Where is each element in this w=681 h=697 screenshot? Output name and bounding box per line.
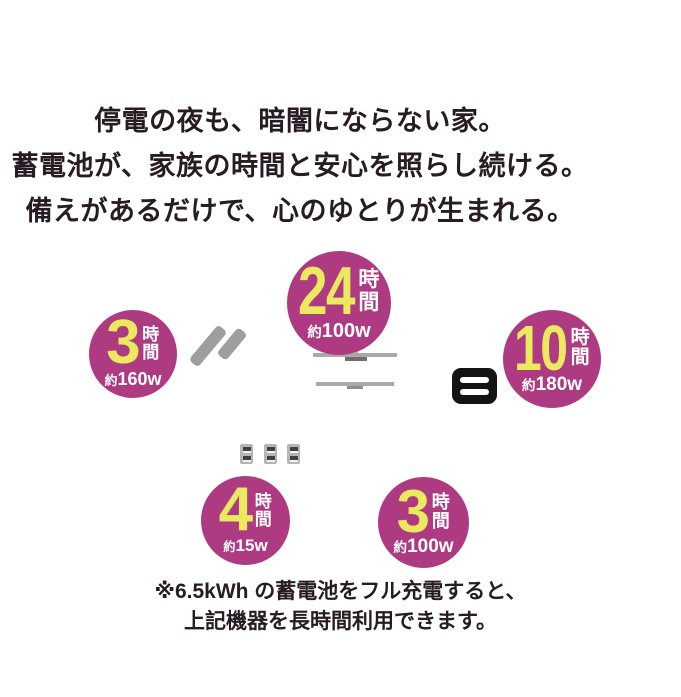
outlet-slot — [242, 455, 251, 462]
heading-line-3: 備えがあるだけで、心のゆとりが生まれる。 — [25, 196, 575, 226]
outlet-3 — [287, 444, 300, 464]
badge-hours-row: 3 時間 — [106, 308, 160, 378]
badge-hours-unit: 時間 — [142, 324, 160, 362]
badge-hours-unit: 時間 — [570, 327, 590, 369]
outlet-slot — [289, 455, 298, 462]
badge-watt: 約100w — [307, 320, 370, 342]
badge-watt-prefix: 約 — [307, 325, 322, 342]
usage-badge-appliance: 3 時間 約100w — [378, 477, 469, 568]
heading: 停電の夜も、暗闇にならない家。 蓄電池が、家族の時間と安心を照らし続ける。 備え… — [0, 99, 600, 234]
badge-watt-prefix: 約 — [223, 540, 236, 555]
badge-watt: 約160w — [104, 369, 162, 390]
power-outlets-icon — [240, 444, 301, 465]
badge-watt-prefix: 約 — [104, 373, 118, 389]
footnote: ※6.5kWh の蓄電池をフル充電すると、 上記機器を長時間利用できます。 — [0, 577, 681, 637]
equals-bar-bottom — [460, 389, 489, 395]
equals-icon — [452, 368, 497, 404]
outlet-slot — [242, 446, 251, 453]
usage-badge-light: 24 時間 約100w — [287, 251, 391, 355]
badge-watt-value: 160w — [117, 369, 162, 390]
equals-bar-top — [460, 377, 489, 383]
outlet-slot — [289, 446, 298, 453]
badge-hours-value: 4 — [218, 475, 254, 545]
usage-badge-outlets: 4 時間 約15w — [201, 476, 290, 565]
badge-hours-unit: 時間 — [358, 268, 380, 314]
badge-watt: 約15w — [223, 536, 268, 556]
lamp-socket — [345, 357, 367, 361]
badge-watt-value: 15w — [235, 536, 268, 556]
usage-badge-total: 10 時間 約180w — [503, 310, 601, 408]
badge-watt-value: 100w — [407, 536, 454, 558]
badge-hours-unit: 時間 — [254, 491, 272, 529]
badge-hours-row: 3 時間 — [396, 477, 451, 545]
badge-hours-row: 10 時間 — [513, 311, 591, 384]
badge-hours-unit: 時間 — [431, 491, 450, 531]
badge-hours-row: 4 時間 — [218, 475, 273, 545]
badge-hours-row: 24 時間 — [297, 252, 380, 329]
badge-watt-prefix: 約 — [521, 378, 536, 394]
lamp-lower-bar — [316, 382, 394, 386]
badge-hours-value: 3 — [396, 477, 430, 545]
lamp-shade — [313, 353, 397, 357]
badge-watt: 約100w — [393, 536, 454, 558]
outlet-1 — [240, 444, 253, 464]
outlet-2 — [264, 444, 277, 464]
badge-hours-value: 10 — [513, 311, 568, 384]
badge-watt: 約180w — [521, 374, 583, 396]
badge-hours-value: 24 — [297, 252, 355, 329]
badge-watt-value: 100w — [321, 320, 371, 343]
heading-line-2: 蓄電池が、家族の時間と安心を照らし続ける。 — [11, 151, 589, 181]
heading-line-1: 停電の夜も、暗闇にならない家。 — [94, 106, 506, 136]
footnote-line-2: 上記機器を長時間利用できます。 — [184, 610, 497, 633]
badge-watt-prefix: 約 — [393, 540, 408, 556]
outlet-slot — [266, 446, 275, 453]
badge-watt-value: 180w — [535, 374, 583, 396]
footnote-line-1: ※6.5kWh の蓄電池をフル充電すると、 — [154, 580, 527, 603]
badge-hours-value: 3 — [106, 308, 141, 378]
outlet-slot — [266, 455, 275, 462]
lamp-lower-notch — [347, 386, 363, 389]
usage-badge-tv: 3 時間 約160w — [89, 310, 177, 398]
